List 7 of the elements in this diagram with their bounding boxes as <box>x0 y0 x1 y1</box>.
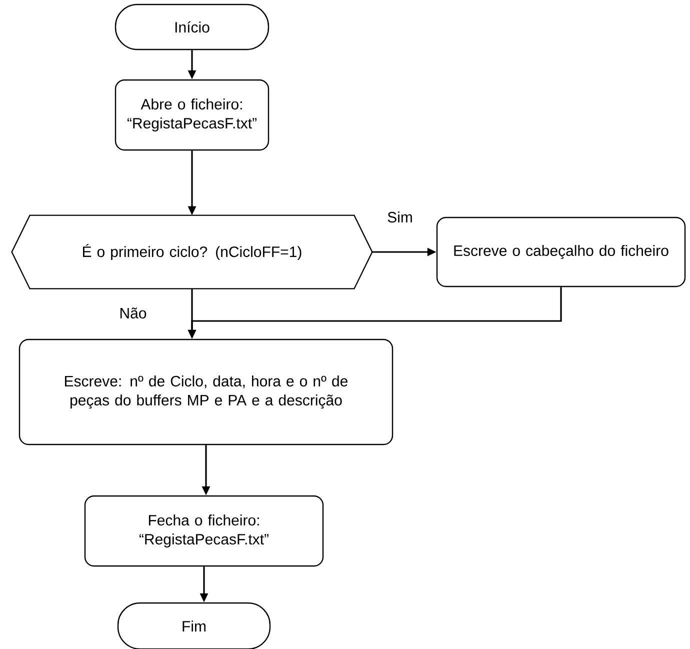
decision-hexagon: É o primeiro ciclo? (nCicloFF=1) <box>11 214 373 290</box>
process-box: Fecha o ficheiro: “RegistaPecasF.txt” <box>84 495 324 567</box>
edge-label: Não <box>118 306 148 320</box>
process-box: Escreve o cabeçalho do ficheiro <box>436 216 686 288</box>
process-box: Escreve: nº de Ciclo, data, hora e o nº de peças do buffers MP e PA e a descrição <box>18 338 394 446</box>
process-box: Abre o ficheiro: “RegistaPecasF.txt” <box>114 79 270 151</box>
edge-label: Sim <box>386 210 414 224</box>
